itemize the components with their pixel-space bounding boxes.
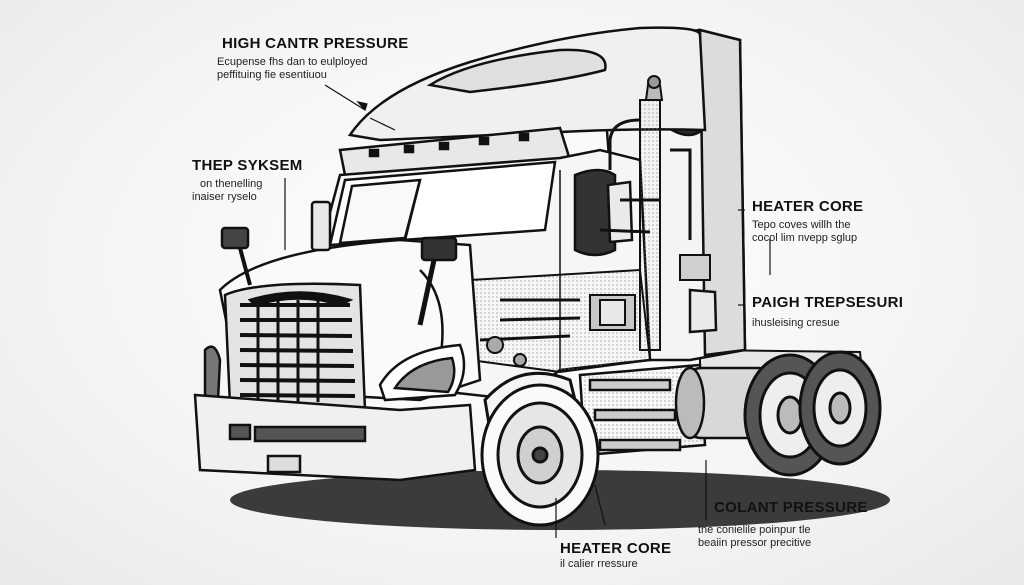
side-mirrors: [220, 200, 458, 326]
callout-heater-core-right: HEATER CORE Tepo coves willh the cocol l…: [752, 198, 863, 245]
callout-desc-line: inaiser ryselo: [192, 191, 257, 203]
callout-desc-line: beaiin pressor precitive: [698, 537, 812, 549]
callout-title: HEATER CORE: [752, 198, 864, 215]
cab-body: [318, 148, 652, 402]
headlight: [203, 343, 466, 402]
callout-desc-line: on thenelling: [200, 178, 263, 190]
front-wheel: [480, 371, 600, 527]
callout-title: PAIGH TREPSESURI: [752, 294, 904, 311]
callout-colant-pressure: COLANT PRESSURE the conielile poinpur tl…: [698, 499, 868, 550]
callout-thep-syksem: THEP SYKSEM on thenelling inaiser ryselo: [192, 157, 303, 204]
callout-paigh-trepsesuri: PAIGH TREPSESURI ihusleising cresue: [752, 294, 903, 330]
callout-desc-line: il calier rressure: [560, 558, 638, 570]
callout-title: THEP SYKSEM: [192, 157, 303, 174]
grille: [223, 282, 367, 412]
callout-desc-line: cocol lim nvepp sglup: [752, 232, 858, 244]
rear-wheels: [743, 350, 882, 477]
callout-desc-line: Ecupense fhs dan to eulployed: [217, 56, 368, 68]
leader-lines: [284, 84, 771, 538]
callout-title: COLANT PRESSURE: [714, 499, 868, 516]
callout-desc-line: the conielile poinpur tle: [698, 524, 811, 536]
callout-title: HIGH CANTR PRESSURE: [222, 35, 409, 52]
front-bumper: [193, 393, 477, 482]
callout-desc-line: peffituing fie esentiuou: [217, 69, 327, 81]
engine-plumbing: [469, 75, 711, 374]
callout-high-cantr-pressure: HIGH CANTR PRESSURE Ecupense fhs dan to …: [217, 35, 409, 82]
callout-desc-line: Tepo coves willh the: [752, 219, 851, 231]
callout-heater-core-bottom: HEATER CORE il calier rressure: [560, 540, 671, 571]
callout-desc-line: ihusleising cresue: [752, 317, 840, 329]
callout-title: HEATER CORE: [560, 540, 672, 557]
